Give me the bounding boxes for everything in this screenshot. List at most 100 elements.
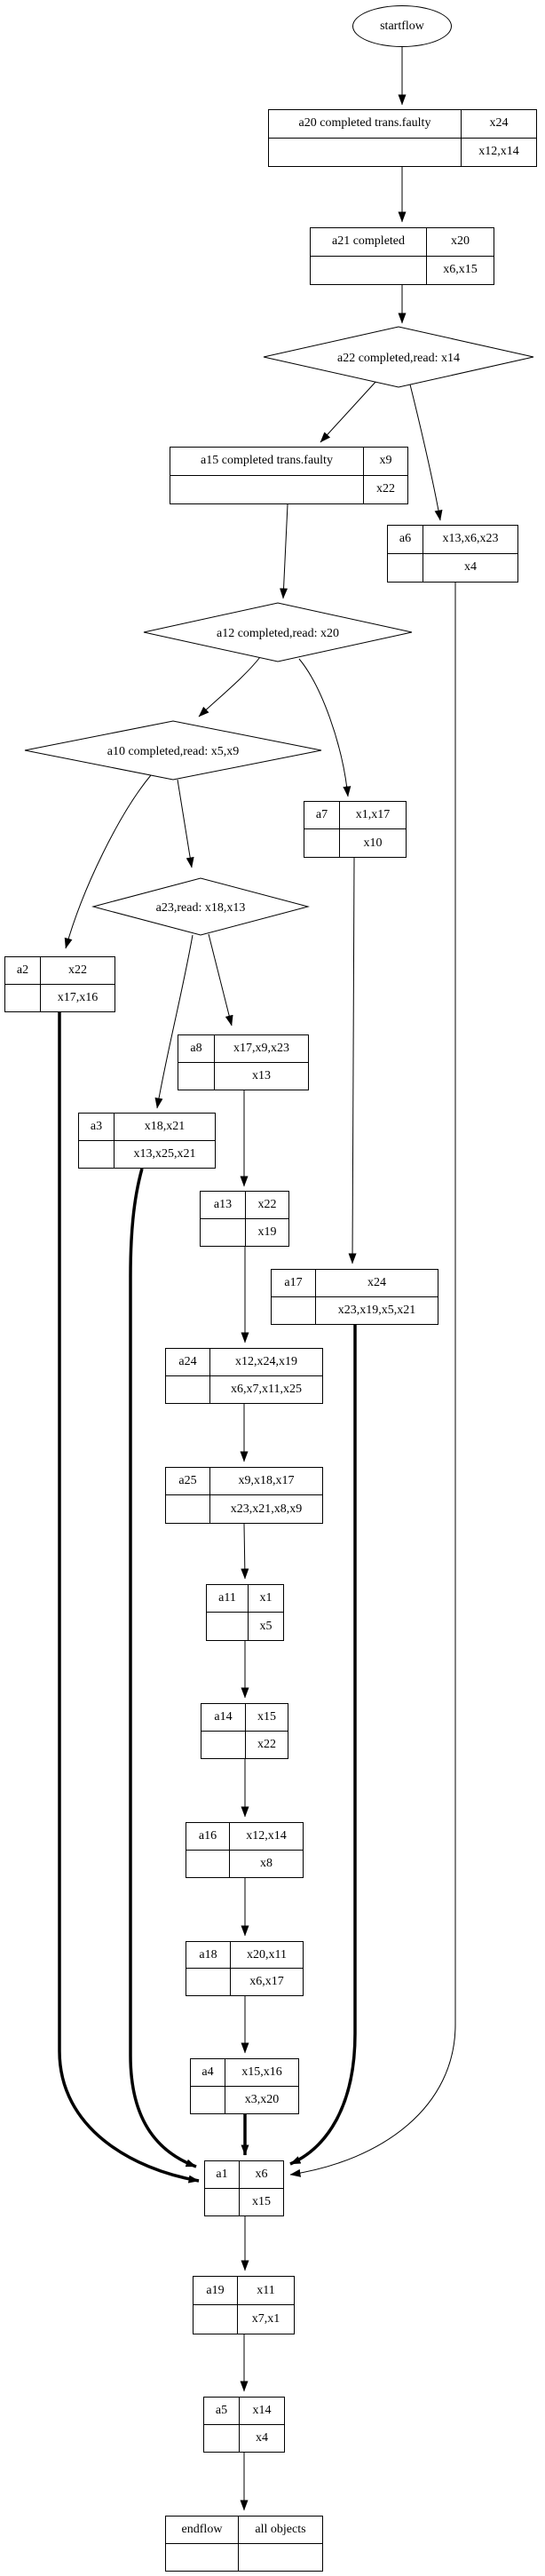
node-a5-name-cell: a5 <box>204 2398 240 2425</box>
edge-a15-a12 <box>280 503 288 599</box>
node-a1-bottom-left-cell <box>205 2188 240 2215</box>
edge-a12-a7 <box>298 658 351 797</box>
node-endflow-top-right-cell: all objects <box>239 2517 322 2544</box>
node-a13-bottom-left-cell <box>201 1218 246 1246</box>
node-a12-label: a12 completed,read: x20 <box>217 627 339 640</box>
node-a4-bottom-right-cell: x3,x20 <box>244 2092 280 2106</box>
node-a2-top-right-cell: x22 <box>41 957 115 985</box>
node-startflow-label: startflow <box>380 19 424 33</box>
node-a18-top-right-cell: x20,x11 <box>231 1942 303 1969</box>
node-a18-bottom-right-cell: x6,x17 <box>249 1975 284 1988</box>
node-a4-top-right-cell: x15,x16 <box>225 2059 298 2087</box>
node-a3-bottom-left-cell <box>79 1140 115 1168</box>
node-a24-bottom-left-cell <box>166 1375 210 1403</box>
node-a24-bottom-right-cell: x6,x7,x11,x25 <box>231 1382 302 1396</box>
edge-a3-a1 <box>129 1168 197 2168</box>
node-a3-bottom-right-cell: x13,x25,x21 <box>133 1146 196 1161</box>
edge-a23-a3 <box>154 934 194 1109</box>
node-a15-top-right-cell: x9 <box>364 448 407 476</box>
node-a21-name-cell: a21 completed <box>311 228 427 257</box>
edge-a23-a8 <box>208 933 233 1026</box>
node-a24-top-right-cell: x12,x24,x19 <box>210 1349 322 1376</box>
node-a15-bottom-right-cell: x22 <box>376 482 395 496</box>
node-a25-bottom-right-cell: x23,x21,x8,x9 <box>230 1502 303 1516</box>
node-a4-bottom-left-cell <box>191 2086 225 2113</box>
node-a17-top-right-cell: x24 <box>316 1270 438 1297</box>
node-a25-name-cell: a25 <box>166 1468 210 1495</box>
node-a17-bottom-left-cell <box>272 1296 316 1324</box>
node-a2-bottom-right-cell: x17,x16 <box>57 990 99 1004</box>
node-a23-label: a23,read: x18,x13 <box>156 901 246 915</box>
node-a2-name-cell: a2 <box>5 957 41 985</box>
node-a5-bottom-left-cell <box>204 2424 240 2452</box>
node-a20-top-right-cell: x24 <box>462 110 536 139</box>
node-a11-bottom-left-cell <box>207 1613 249 1640</box>
node-a16-bottom-left-cell <box>186 1850 230 1877</box>
node-a21-bottom-right-cell: x6,x15 <box>443 263 478 277</box>
node-a7-top-right-cell: x1,x17 <box>340 802 406 829</box>
node-a11-top-right-cell: x1 <box>249 1585 283 1613</box>
node-endflow-bottom-right-cell <box>239 2544 322 2572</box>
node-endflow-name-cell: endflow <box>166 2517 239 2544</box>
node-a13-bottom-right-cell: x19 <box>257 1225 277 1239</box>
node-a8-bottom-right-cell: x13 <box>252 1068 271 1082</box>
node-a5-top-right-cell: x14 <box>240 2398 284 2425</box>
node-a22-diamond <box>263 326 534 388</box>
edge-a10-a2 <box>64 774 152 949</box>
node-a2-bottom-left-cell <box>5 984 41 1011</box>
node-a5-bottom-right-cell: x4 <box>256 2430 268 2445</box>
node-a15-name-cell: a15 completed trans.faulty <box>170 448 364 476</box>
node-a6-bottom-left-cell <box>388 553 423 582</box>
node-a20-bottom-right-cell: x12,x14 <box>478 145 519 159</box>
node-a20-bottom-left-cell <box>269 138 462 166</box>
edge-a2-a1 <box>58 1012 200 2184</box>
node-a13-name-cell: a13 <box>201 1192 246 1219</box>
node-a14-name-cell: a14 <box>201 1704 246 1732</box>
node-a3-top-right-cell: x18,x21 <box>115 1114 215 1141</box>
edge-a25-a11 <box>241 1523 249 1580</box>
node-a17-bottom-right-cell: x23,x19,x5,x21 <box>337 1303 416 1317</box>
node-a19-name-cell: a19 <box>194 2277 238 2305</box>
node-a24-name-cell: a24 <box>166 1349 210 1376</box>
edge-a22-a15 <box>320 379 378 443</box>
node-a6-name-cell: a6 <box>388 526 423 554</box>
node-a11-name-cell: a11 <box>207 1585 249 1613</box>
node-a8-top-right-cell: x17,x9,x23 <box>215 1035 308 1063</box>
node-a14-top-right-cell: x15 <box>246 1704 288 1732</box>
node-a21-top-right-cell: x20 <box>427 228 494 257</box>
node-a18-name-cell: a18 <box>186 1942 231 1969</box>
node-a21-bottom-left-cell <box>311 256 427 284</box>
edge-a12-a10 <box>198 656 261 717</box>
node-a6-bottom-right-cell: x4 <box>464 560 477 575</box>
node-a16-name-cell: a16 <box>186 1823 230 1851</box>
edge-a17-a1 <box>289 1325 357 2166</box>
edge-a7-a17 <box>348 857 357 1264</box>
node-a16-bottom-right-cell: x8 <box>260 1856 272 1870</box>
node-a6-top-right-cell: x13,x6,x23 <box>423 526 517 554</box>
node-a1-bottom-right-cell: x15 <box>252 2194 271 2208</box>
node-a15-bottom-left-cell <box>170 475 364 503</box>
node-a23-diamond <box>91 877 310 936</box>
edge-a6-a1 <box>289 583 456 2177</box>
node-a7-name-cell: a7 <box>304 802 340 829</box>
node-a16-top-right-cell: x12,x14 <box>230 1823 303 1851</box>
node-a19-bottom-left-cell <box>194 2305 238 2334</box>
